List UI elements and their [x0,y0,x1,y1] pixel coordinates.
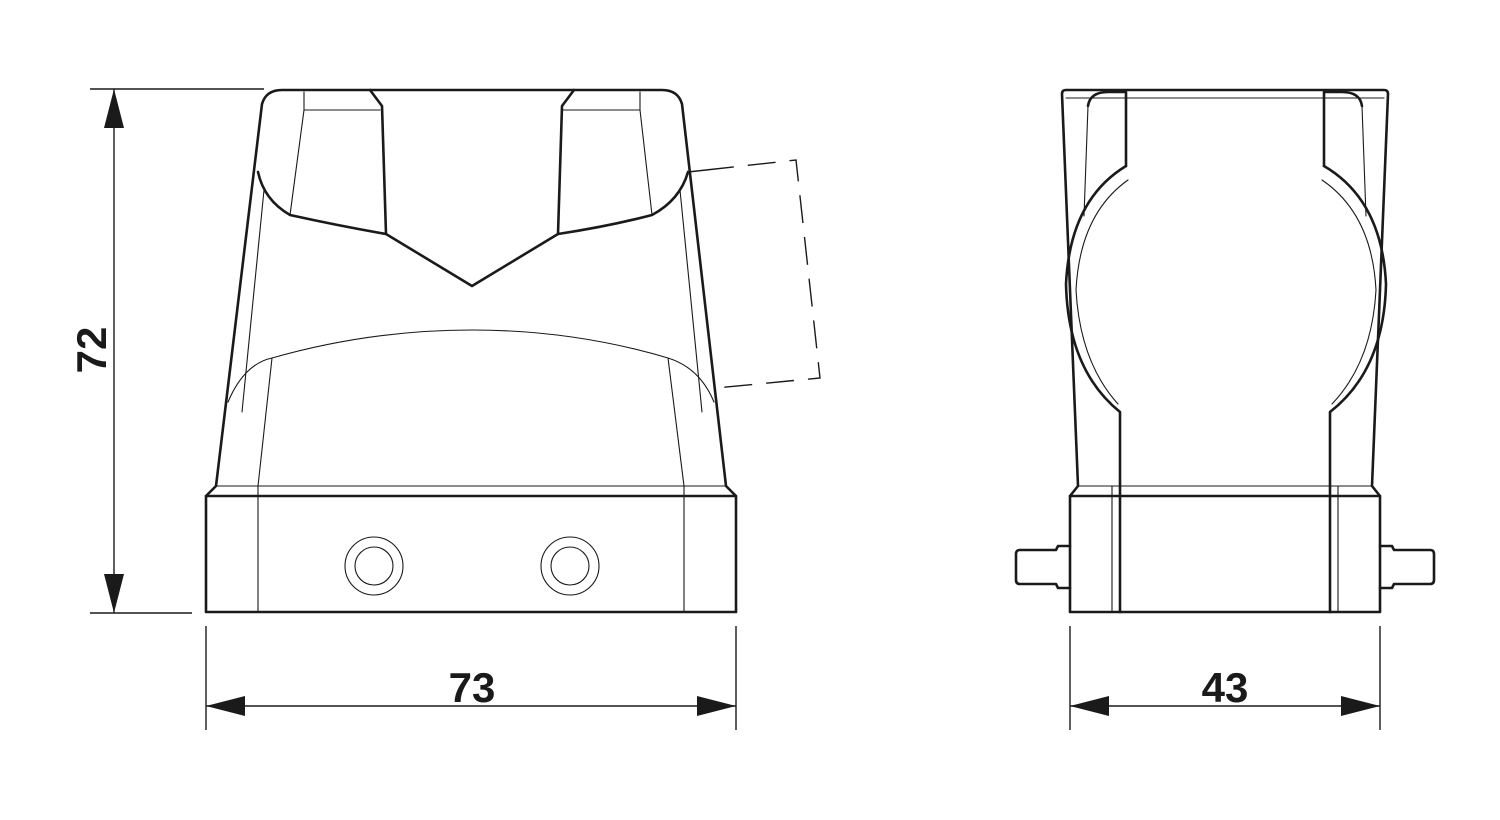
front-screw-right-outer [540,536,600,596]
dimension-side-width: 43 [1069,626,1381,730]
side-hood-outline [1060,88,1390,614]
side-lever-circle-inner-right [1321,179,1377,405]
front-v-lever [256,170,690,288]
dimension-front-width: 73 [205,626,737,730]
side-right-inner-rail [1361,105,1367,217]
front-width-arrow-right [697,696,736,716]
side-lever-circle-right [1322,164,1388,614]
front-width-arrow-left [206,696,245,716]
front-shoulder-curve [227,329,715,403]
side-view [1014,88,1436,614]
front-lever-right-slot [556,88,576,236]
side-width-dimension-label: 43 [1202,664,1249,711]
front-screw-right-inner [550,546,590,586]
front-shoulder-left-drop [257,357,273,487]
front-inner-left-slope [241,189,265,413]
side-right-channel [1322,90,1364,168]
front-width-dimension-label: 73 [449,664,496,711]
front-view [204,88,821,614]
front-shoulder-right-drop [667,357,685,487]
dimension-height: 72 [68,88,264,614]
side-lever-circle [1064,164,1128,614]
front-hood-outline [204,88,738,614]
front-phantom-lever-top [687,169,707,173]
height-dimension-label: 72 [68,327,115,374]
height-arrow-bottom [104,574,124,613]
front-inner-right-slope [679,189,703,413]
side-left-pin [1014,544,1072,590]
front-screw-left-inner [354,546,394,586]
side-left-channel [1086,90,1128,168]
front-lever-left-slot [368,88,388,236]
side-width-arrow-left [1070,696,1109,716]
height-arrow-top [104,89,124,128]
side-left-inner-rail [1083,105,1089,217]
front-top-right-recess [639,91,653,216]
front-phantom-lever-dashed [705,159,821,389]
side-right-pin [1378,544,1436,590]
side-width-arrow-right [1341,696,1380,716]
front-screw-left-outer [344,536,404,596]
side-lever-circle-inner-left [1075,179,1129,405]
front-top-left-recess [289,91,305,216]
